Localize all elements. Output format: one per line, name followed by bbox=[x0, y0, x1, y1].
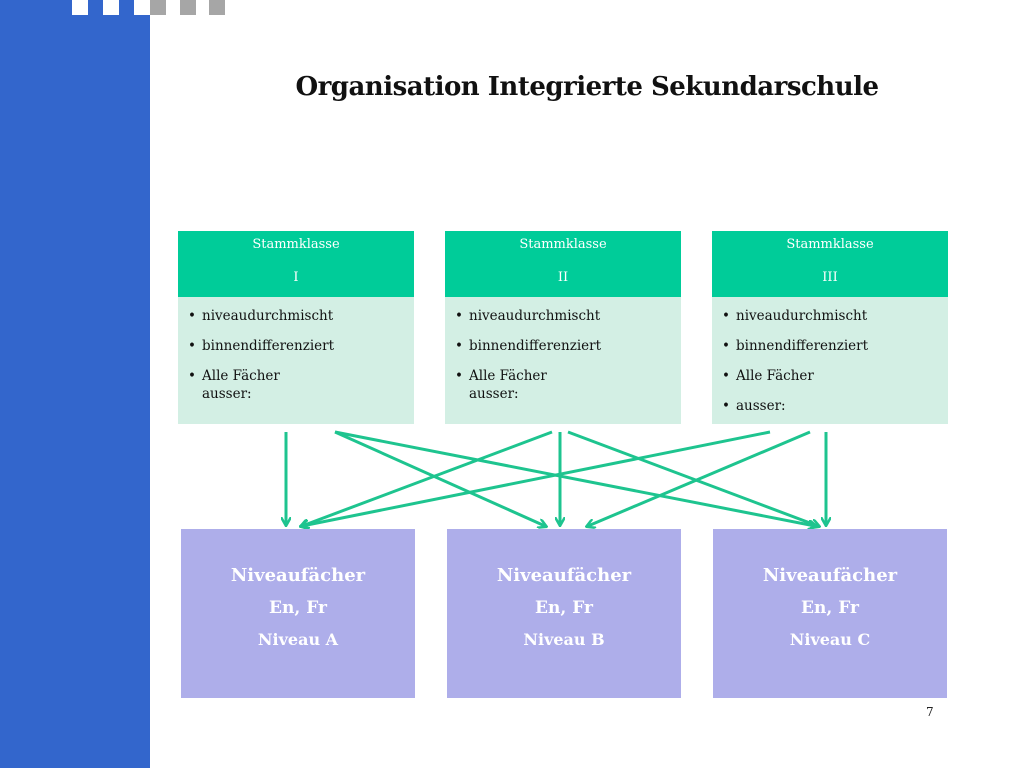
square-gray-2 bbox=[180, 0, 196, 15]
niveau-title: Niveaufächer bbox=[496, 565, 632, 586]
square-white-1 bbox=[72, 0, 88, 15]
stammklasse-label: Stammklasse bbox=[786, 237, 874, 252]
stammklasse-box-2: Stammklasse II niveaudurchmischt binnend… bbox=[445, 231, 681, 424]
stammklasse-box-1: Stammklasse I niveaudurchmischt binnendi… bbox=[178, 231, 414, 424]
square-white-3 bbox=[134, 0, 150, 15]
stammklasse-header-1: Stammklasse I bbox=[178, 231, 414, 297]
list-item: niveaudurchmischt bbox=[455, 307, 681, 337]
list-item: Alle Fächer bbox=[455, 367, 681, 391]
list-item: binnendifferenziert bbox=[455, 337, 681, 367]
niveau-title: Niveaufächer bbox=[762, 565, 898, 586]
sidebar-decoration bbox=[0, 0, 150, 768]
slide-title: Organisation Integrierte Sekundarschule bbox=[295, 72, 879, 102]
arrow-3-to-a bbox=[302, 430, 771, 526]
stammklasse-list-3: niveaudurchmischt binnendifferenziert Al… bbox=[712, 297, 948, 427]
stammklasse-header-3: Stammklasse III bbox=[712, 231, 948, 297]
niveau-box-a: Niveaufächer En, Fr Niveau A bbox=[181, 529, 415, 698]
arrow-1-to-b bbox=[334, 430, 545, 526]
niveau-level: Niveau A bbox=[257, 630, 339, 649]
niveau-subjects: En, Fr bbox=[535, 598, 593, 618]
niveau-box-b: Niveaufächer En, Fr Niveau B bbox=[447, 529, 681, 698]
niveau-level: Niveau B bbox=[523, 630, 605, 649]
list-item: Alle Fächer bbox=[188, 367, 414, 391]
square-gray-1 bbox=[150, 0, 166, 15]
stammklasse-number: II bbox=[557, 270, 569, 285]
stammklasse-label: Stammklasse bbox=[252, 237, 340, 252]
list-item: niveaudurchmischt bbox=[188, 307, 414, 337]
arrow-1-to-c bbox=[334, 430, 815, 526]
square-white-2 bbox=[103, 0, 119, 15]
stammklasse-box-3: Stammklasse III niveaudurchmischt binnen… bbox=[712, 231, 948, 424]
list-item: binnendifferenziert bbox=[188, 337, 414, 367]
stammklasse-number: III bbox=[822, 270, 838, 285]
list-item: ausser: bbox=[722, 397, 948, 427]
stammklasse-number: I bbox=[293, 270, 299, 285]
stammklasse-header-2: Stammklasse II bbox=[445, 231, 681, 297]
list-item: Alle Fächer bbox=[722, 367, 948, 397]
list-item: binnendifferenziert bbox=[722, 337, 948, 367]
stammklasse-list-1: niveaudurchmischt binnendifferenziert Al… bbox=[178, 297, 414, 415]
stammklasse-label: Stammklasse bbox=[519, 237, 607, 252]
list-item: niveaudurchmischt bbox=[722, 307, 948, 337]
niveau-subjects: En, Fr bbox=[269, 598, 327, 618]
stammklasse-list-2: niveaudurchmischt binnendifferenziert Al… bbox=[445, 297, 681, 415]
niveau-level: Niveau C bbox=[789, 630, 871, 649]
list-item: ausser: bbox=[202, 386, 252, 402]
arrow-2-to-c bbox=[567, 430, 818, 526]
niveau-box-c: Niveaufächer En, Fr Niveau C bbox=[713, 529, 947, 698]
header-squares bbox=[0, 0, 240, 16]
arrow-2-to-a bbox=[302, 430, 553, 526]
niveau-subjects: En, Fr bbox=[801, 598, 859, 618]
niveau-title: Niveaufächer bbox=[230, 565, 366, 586]
arrow-3-to-b bbox=[588, 430, 811, 526]
page-number: 7 bbox=[926, 705, 934, 719]
list-item: ausser: bbox=[469, 386, 519, 402]
square-gray-3 bbox=[209, 0, 225, 15]
